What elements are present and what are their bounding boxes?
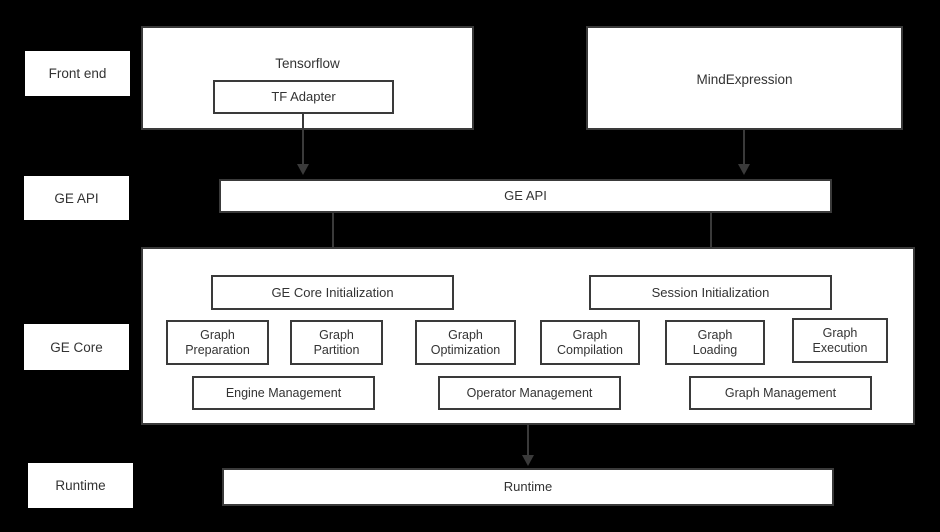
- stage-label-runtime: Runtime: [28, 463, 133, 508]
- graph-execution-label-line1: Graph: [822, 325, 858, 340]
- graph-preparation-label-line1: Graph: [200, 327, 235, 342]
- graph-preparation-box[interactable]: Graph Preparation: [166, 320, 269, 365]
- ge-api-bar-label: GE API: [504, 188, 547, 204]
- ge-api-bar[interactable]: GE API: [219, 179, 832, 213]
- graph-partition-box[interactable]: Graph Partition: [290, 320, 383, 365]
- stage-label-ge-api: GE API: [24, 176, 129, 220]
- graph-execution-box[interactable]: Graph Execution: [792, 318, 888, 363]
- graph-compilation-box[interactable]: Graph Compilation: [540, 320, 640, 365]
- arrowhead-mindexpression-to-ge-api: [738, 164, 750, 175]
- connector-ge-api-to-ge-core-initialization: [332, 213, 334, 264]
- connector-ge-core-to-runtime: [527, 425, 529, 455]
- engine-management-box[interactable]: Engine Management: [192, 376, 375, 410]
- graph-compilation-label-line1: Graph: [572, 327, 608, 342]
- connector-tf-adapter-to-ge-api: [302, 113, 304, 164]
- tf-adapter-label: TF Adapter: [271, 89, 336, 105]
- runtime-bar[interactable]: Runtime: [222, 468, 834, 506]
- session-initialization-box[interactable]: Session Initialization: [589, 275, 832, 310]
- graph-optimization-box[interactable]: Graph Optimization: [415, 320, 516, 365]
- graph-partition-label-line1: Graph: [319, 327, 354, 342]
- tensorflow-title: Tensorflow: [275, 56, 340, 71]
- stage-label-front-end-text: Front end: [48, 66, 107, 81]
- stage-label-runtime-text: Runtime: [55, 478, 106, 493]
- graph-loading-label-line1: Graph: [697, 327, 733, 342]
- connector-mindexpression-to-ge-api: [743, 130, 745, 164]
- mindexpression-title: MindExpression: [696, 72, 793, 87]
- stage-label-ge-api-text: GE API: [54, 190, 99, 206]
- mindexpression-container: MindExpression: [586, 26, 903, 130]
- graph-execution-label-line2: Execution: [812, 340, 868, 355]
- operator-management-label: Operator Management: [466, 385, 593, 400]
- graph-compilation-label-line2: Compilation: [556, 342, 623, 357]
- operator-management-box[interactable]: Operator Management: [438, 376, 621, 410]
- runtime-bar-label: Runtime: [503, 479, 553, 495]
- graph-optimization-label-line2: Optimization: [430, 342, 501, 357]
- graph-partition-label-line2: Partition: [313, 342, 360, 357]
- arrowhead-tf-adapter-to-ge-api: [297, 164, 309, 175]
- tf-adapter-box[interactable]: TF Adapter: [213, 80, 394, 114]
- graph-management-label: Graph Management: [724, 385, 837, 400]
- graph-preparation-label-line2: Preparation: [185, 342, 250, 357]
- arrowhead-ge-core-to-runtime: [522, 455, 534, 466]
- engine-management-label: Engine Management: [225, 385, 342, 400]
- stage-label-front-end: Front end: [25, 51, 130, 96]
- graph-management-box[interactable]: Graph Management: [689, 376, 872, 410]
- connector-ge-api-to-session-initialization: [710, 213, 712, 264]
- session-initialization-label: Session Initialization: [651, 284, 770, 300]
- stage-label-ge-core: GE Core: [24, 324, 129, 370]
- ge-core-initialization-box[interactable]: GE Core Initialization: [211, 275, 454, 310]
- graph-loading-box[interactable]: Graph Loading: [665, 320, 765, 365]
- stage-label-ge-core-text: GE Core: [50, 339, 103, 355]
- ge-core-initialization-label: GE Core Initialization: [271, 284, 394, 300]
- graph-optimization-label-line1: Graph: [448, 327, 483, 342]
- graph-loading-label-line2: Loading: [692, 342, 738, 357]
- tensorflow-container: Tensorflow: [141, 26, 474, 130]
